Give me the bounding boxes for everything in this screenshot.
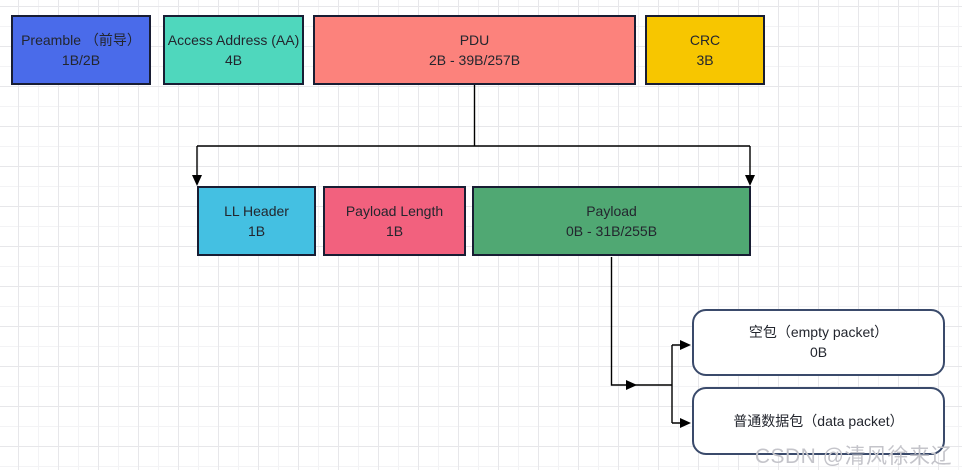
preamble-label: Preamble （前导） — [21, 31, 141, 48]
watermark: CSDN @清风徐来辽 — [754, 445, 952, 468]
box-ll-header: LL Header 1B — [197, 186, 316, 256]
box-payload: Payload 0B - 31B/255B — [472, 186, 751, 256]
payload-size: 0B - 31B/255B — [565, 222, 658, 239]
box-preamble: Preamble （前导） 1B/2B — [11, 15, 151, 85]
box-access-address: Access Address (AA) 4B — [163, 15, 304, 85]
arrowhead-right-bottom — [680, 418, 691, 428]
ll-header-size: 1B — [247, 222, 266, 239]
pdu-size: 2B - 39B/257B — [428, 51, 521, 68]
arrowhead-down-right — [745, 175, 755, 186]
pdu-branch-line — [196, 85, 751, 176]
arrowhead-right-mid — [626, 380, 637, 390]
payload-length-size: 1B — [385, 222, 404, 239]
crc-size: 3B — [696, 51, 714, 68]
preamble-size: 1B/2B — [61, 51, 101, 68]
arrowhead-down-left — [192, 175, 202, 186]
data-packet-label: 普通数据包（data packet） — [733, 412, 904, 429]
box-pdu: PDU 2B - 39B/257B — [313, 15, 636, 85]
empty-packet-label: 空包（empty packet） — [748, 324, 889, 340]
box-data-packet: 普通数据包（data packet） — [692, 387, 945, 455]
crc-label: CRC — [689, 31, 721, 48]
empty-packet-size: 0B — [809, 344, 828, 360]
access-address-size: 4B — [224, 51, 243, 68]
box-crc: CRC 3B — [645, 15, 765, 85]
ll-header-label: LL Header — [224, 202, 289, 219]
payload-length-label: Payload Length — [345, 202, 444, 219]
box-payload-length: Payload Length 1B — [323, 186, 466, 256]
payload-label: Payload — [586, 202, 637, 219]
arrowhead-right-top — [680, 340, 691, 350]
box-empty-packet: 空包（empty packet） 0B — [692, 309, 945, 376]
pdu-label: PDU — [459, 31, 490, 48]
payload-branch-line — [610, 257, 681, 424]
access-address-label: Access Address (AA) — [167, 31, 300, 48]
